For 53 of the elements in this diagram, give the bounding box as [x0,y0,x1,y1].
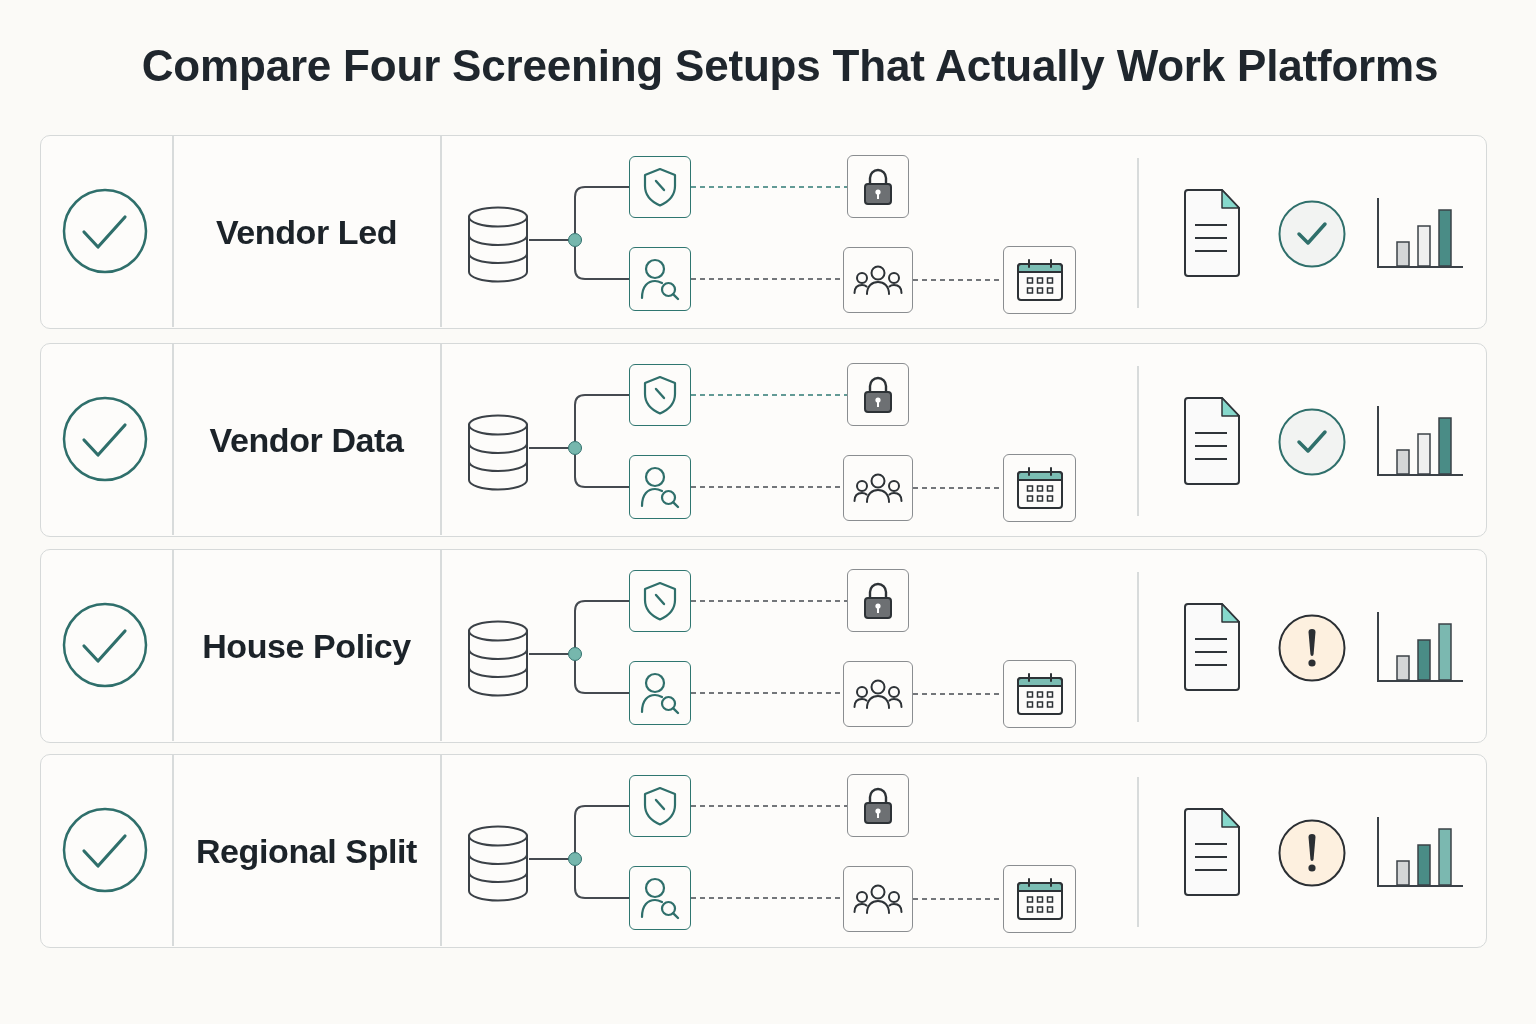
connector-line [574,865,630,899]
icon-tile [1003,660,1076,728]
database-icon [467,206,529,284]
connector-line [574,660,630,694]
icon-tile [1003,454,1076,522]
icon-tile [843,455,913,521]
dashed-connector [690,805,848,807]
row-card [40,754,1487,948]
row-label: Vendor Led [215,211,398,252]
connector-line [574,600,630,648]
junction-dot [568,852,582,866]
row-card [40,549,1487,743]
icon-tile [843,661,913,727]
connector-line [574,454,630,488]
icon-tile [629,247,691,311]
row-label: Regional Split [195,830,418,871]
connector-line [528,447,569,449]
junction-dot [568,647,582,661]
row-label: House Policy [202,625,411,666]
dashed-connector [690,186,848,188]
icon-tile [847,155,909,218]
connector-line [574,394,630,442]
icon-tile [629,156,691,218]
row-card [40,343,1487,537]
connector-line [574,805,630,853]
icon-tile [847,569,909,632]
icon-tile [629,866,691,930]
dashed-connector [690,394,848,396]
icon-tile [847,363,909,426]
connector-line [528,239,569,241]
junction-dot [568,233,582,247]
icon-tile [629,364,691,426]
icon-tile [629,661,691,725]
connector-line [528,653,569,655]
database-icon [467,620,529,698]
dashed-connector [690,600,848,602]
icon-tile [629,775,691,837]
icon-tile [843,866,913,932]
icon-tile [843,247,913,313]
page-title: Compare Four Screening Setups That Actually Work Platforms [141,41,1439,90]
icon-tile [629,455,691,519]
connector-line [574,246,630,280]
junction-dot [568,441,582,455]
connector-line [574,186,630,234]
icon-tile [1003,246,1076,314]
connector-line [528,858,569,860]
row-label: Vendor Data [209,419,404,460]
database-icon [467,825,529,903]
icon-tile [1003,865,1076,933]
icon-tile [629,570,691,632]
database-icon [467,414,529,492]
row-card [40,135,1487,329]
icon-tile [847,774,909,837]
